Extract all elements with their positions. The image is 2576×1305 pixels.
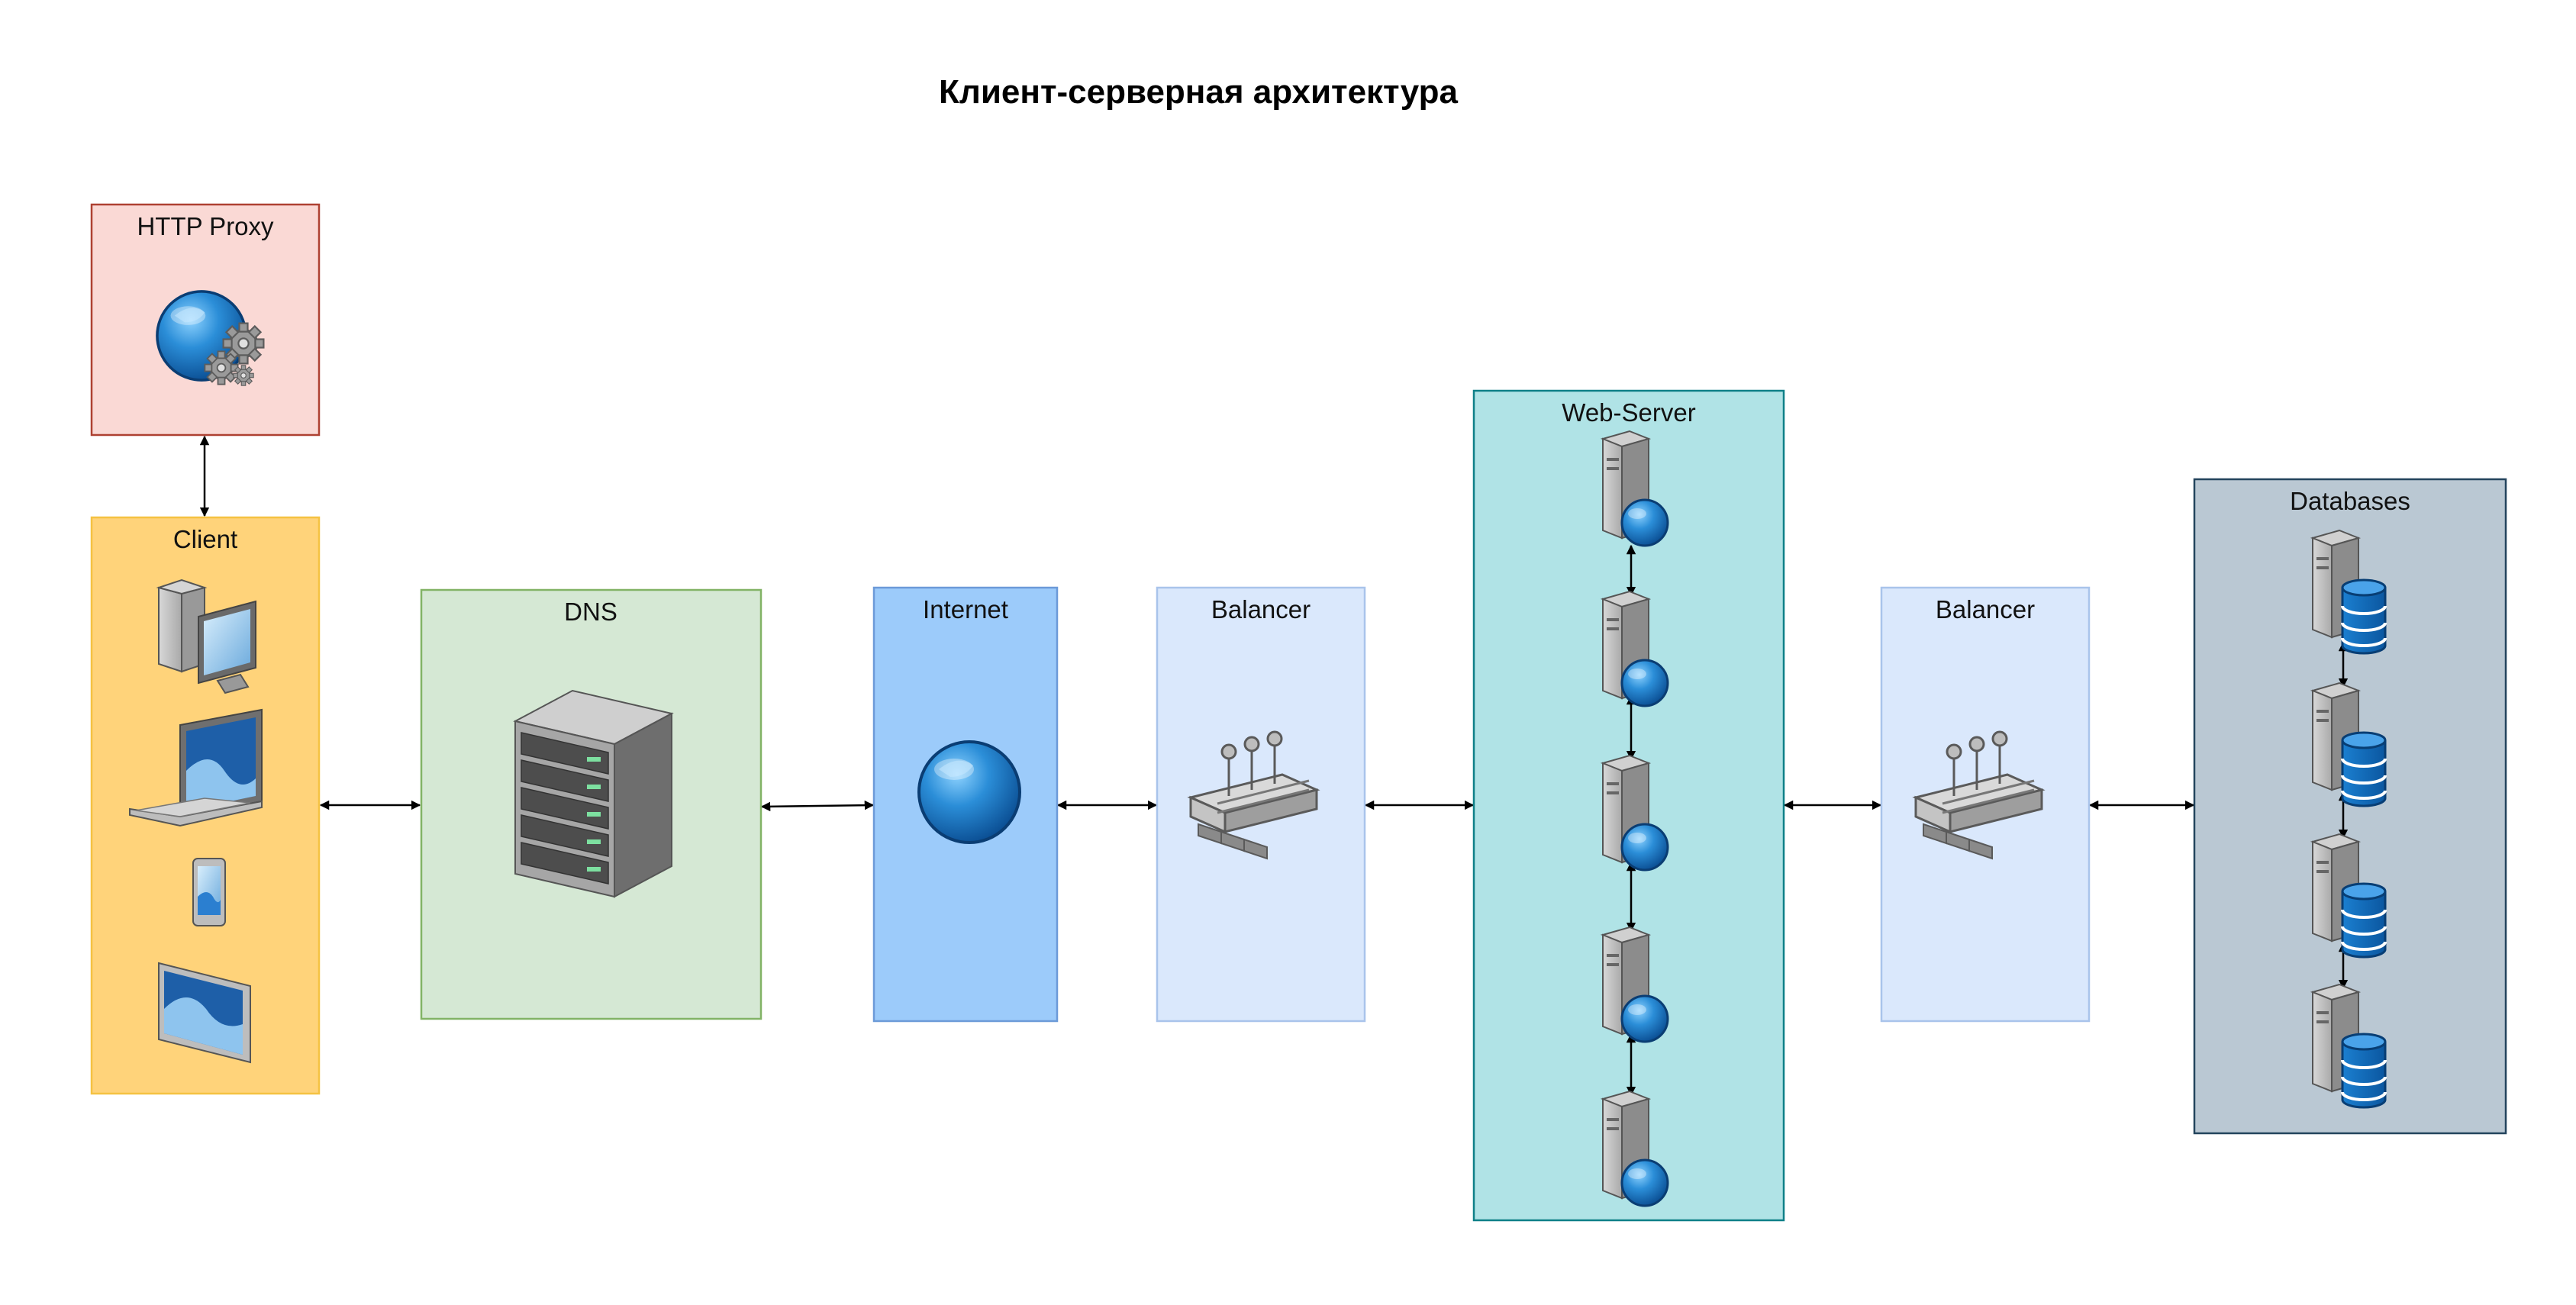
node-balancer-1[interactable]: Balancer (1156, 586, 1366, 1023)
edge-dns-internet (760, 800, 875, 812)
node-databases[interactable]: Databases (2193, 478, 2507, 1135)
node-label: Client (173, 525, 237, 553)
node-client[interactable]: Client (90, 516, 321, 1095)
node-label: Web-Server (1562, 398, 1695, 427)
node-label: DNS (564, 598, 617, 626)
node-dns[interactable]: DNS (420, 588, 762, 1020)
desktop-pc-icon (156, 578, 256, 694)
globe-icon (917, 740, 1021, 844)
node-web-server[interactable]: Web-Server (1472, 389, 1785, 1222)
node-internet[interactable]: Internet (872, 586, 1059, 1023)
server-rack-icon (513, 689, 674, 898)
node-label: Balancer (1211, 595, 1311, 624)
smartphone-icon (192, 858, 226, 926)
node-label: Balancer (1936, 595, 2035, 624)
connectors (199, 435, 2195, 812)
laptop-icon (129, 708, 263, 827)
diagram-title: Клиент-серверная архитектура (939, 73, 1458, 111)
node-label: HTTP Proxy (137, 212, 274, 240)
node-label: Databases (2290, 487, 2410, 515)
node-label: Internet (923, 595, 1008, 624)
tablet-icon (158, 962, 251, 1064)
node-http-proxy[interactable]: HTTP Proxy (90, 203, 321, 437)
node-balancer-2[interactable]: Balancer (1880, 586, 2091, 1023)
